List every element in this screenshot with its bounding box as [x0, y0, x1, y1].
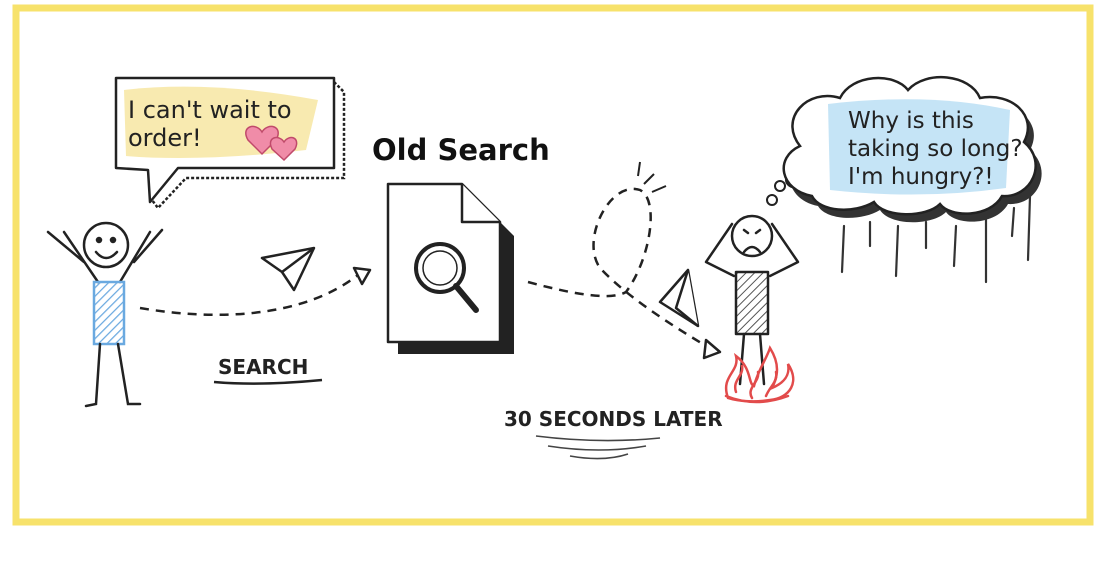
slow-path [527, 187, 707, 348]
paper-plane-icon [260, 246, 316, 292]
thought-bubble: Why is this taking so long? I'm hungry?! [782, 76, 1042, 223]
search-path [139, 274, 359, 316]
document-search-icon [386, 182, 514, 354]
later-label: 30 SECONDS LATER [504, 407, 723, 431]
thought-line-3: I'm hungry?! [848, 164, 994, 190]
paper-plane-icon [658, 268, 700, 328]
frame-border [12, 4, 1094, 526]
speech-line-2: order! [128, 124, 202, 152]
speech-bubble: I can't wait to order! [114, 76, 346, 210]
speech-line-1: I can't wait to [128, 96, 292, 124]
thought-line-1: Why is this [848, 108, 974, 134]
search-label: SEARCH [218, 355, 308, 379]
page-title: Old Search [372, 133, 550, 167]
happy-person [46, 221, 164, 408]
sad-person [704, 214, 800, 386]
heart-icon [245, 125, 298, 162]
thought-line-2: taking so long? [848, 136, 1023, 162]
rain-lines [840, 194, 1032, 284]
fire-icon [724, 345, 795, 404]
